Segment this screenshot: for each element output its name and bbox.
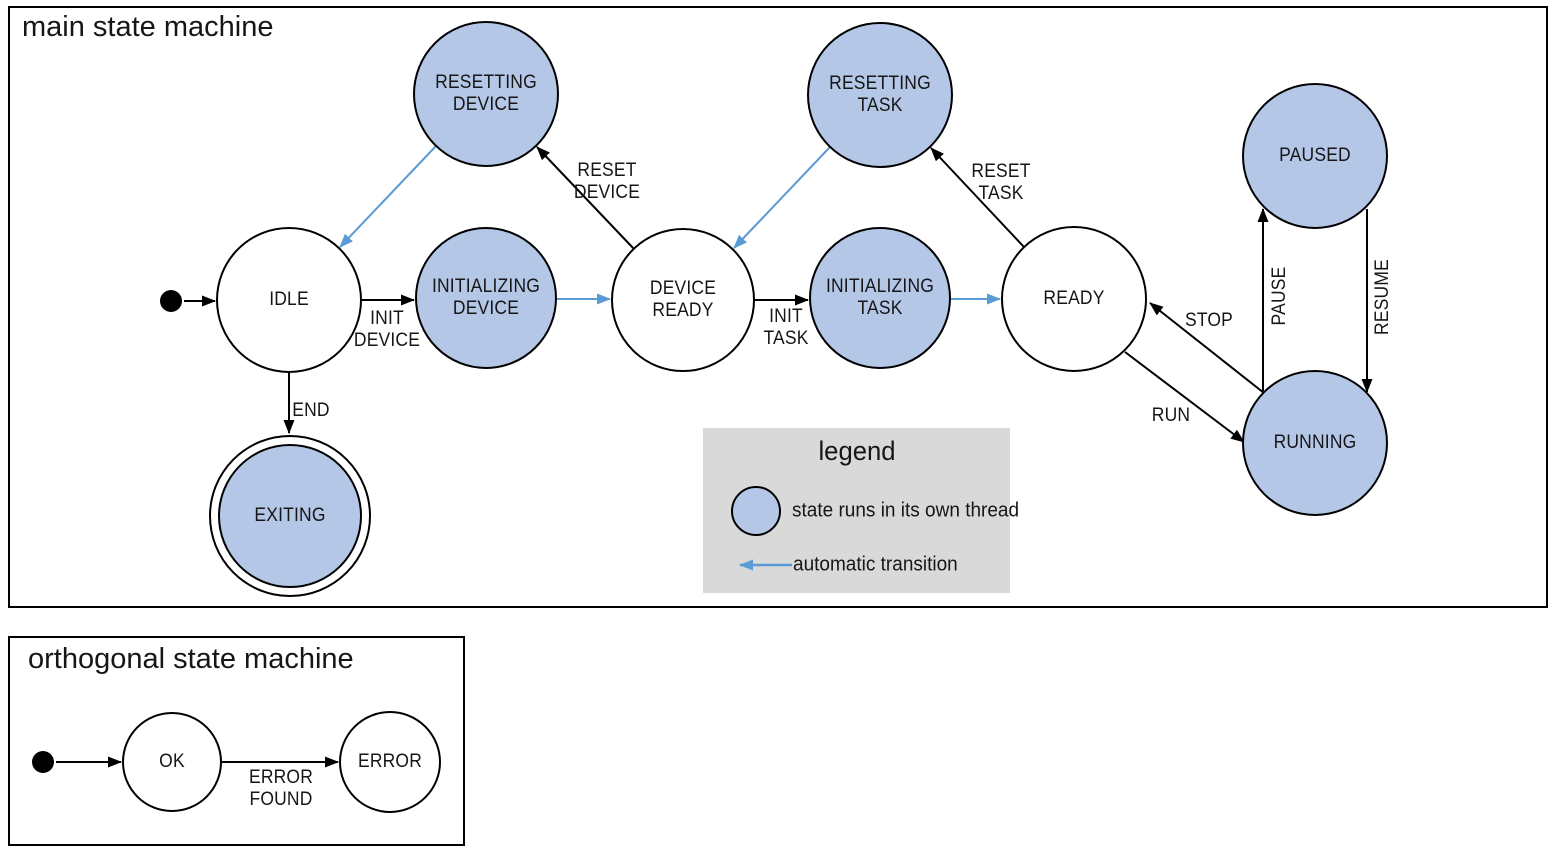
transition-reset-device-arrow <box>536 146 635 250</box>
transition-task-reset-done-auto-arrow <box>733 146 831 249</box>
state-idle-label: IDLE <box>269 289 309 310</box>
state-error-label: ERROR <box>357 751 423 772</box>
state-idle-circle <box>216 227 362 373</box>
transition-reset-task-label: RESET TASK <box>971 161 1031 204</box>
transition-error-found-label: ERROR FOUND <box>248 767 314 810</box>
state-device-ready-label: DEVICE READY <box>649 278 717 321</box>
ortho-initial-state-dot <box>32 751 54 773</box>
state-ok-circle <box>122 712 222 812</box>
state-ok-label: OK <box>159 751 185 772</box>
transition-pause-label: PAUSE <box>1269 266 1290 326</box>
state-ready-circle <box>1001 226 1147 372</box>
state-initializing-device-label: INITIALIZING DEVICE <box>431 276 541 319</box>
orthogonal-state-machine-title: orthogonal state machine <box>28 643 354 675</box>
state-exiting-circle <box>218 444 362 588</box>
main-state-machine-box <box>8 6 1548 608</box>
state-running-label: RUNNING <box>1273 432 1357 453</box>
state-device-ready-circle <box>611 228 755 372</box>
legend-automatic-transition-label: automatic transition <box>793 553 958 576</box>
state-initializing-device-circle <box>415 227 557 369</box>
legend-title: legend <box>818 436 896 466</box>
transition-init-task-label: INIT TASK <box>763 306 809 349</box>
state-resetting-device-label: RESETTING DEVICE <box>435 72 537 115</box>
legend-thread-state-icon <box>731 486 781 536</box>
state-ready-label: READY <box>1043 288 1105 309</box>
state-paused-circle <box>1242 83 1388 229</box>
transition-run-arrow <box>1124 351 1245 443</box>
transition-reset-task-arrow <box>930 147 1025 248</box>
state-paused-label: PAUSED <box>1279 145 1351 166</box>
state-running-circle <box>1242 370 1388 516</box>
state-resetting-task-circle <box>807 22 953 168</box>
transition-reset-device-label: RESET DEVICE <box>573 160 641 203</box>
state-initializing-task-label: INITIALIZING TASK <box>825 276 935 319</box>
state-resetting-device-circle <box>413 21 559 167</box>
orthogonal-state-machine-box <box>8 636 465 846</box>
transition-device-reset-done-auto-arrow <box>339 145 437 248</box>
state-exiting-label: EXITING <box>254 505 326 526</box>
state-resetting-task-label: RESETTING TASK <box>829 73 931 116</box>
main-state-machine-title: main state machine <box>22 11 274 43</box>
legend-thread-state-label: state runs in its own thread <box>792 499 1020 522</box>
initial-state-dot <box>160 290 182 312</box>
transition-end-label: END <box>292 400 330 421</box>
transition-run-label: RUN <box>1151 405 1191 426</box>
state-error-circle <box>339 711 441 813</box>
state-initializing-task-circle <box>809 227 951 369</box>
transition-stop-arrow <box>1149 302 1265 394</box>
transition-stop-label: STOP <box>1184 310 1234 331</box>
transition-resume-label: RESUME <box>1372 259 1393 335</box>
transition-init-device-label: INIT DEVICE <box>353 308 421 351</box>
